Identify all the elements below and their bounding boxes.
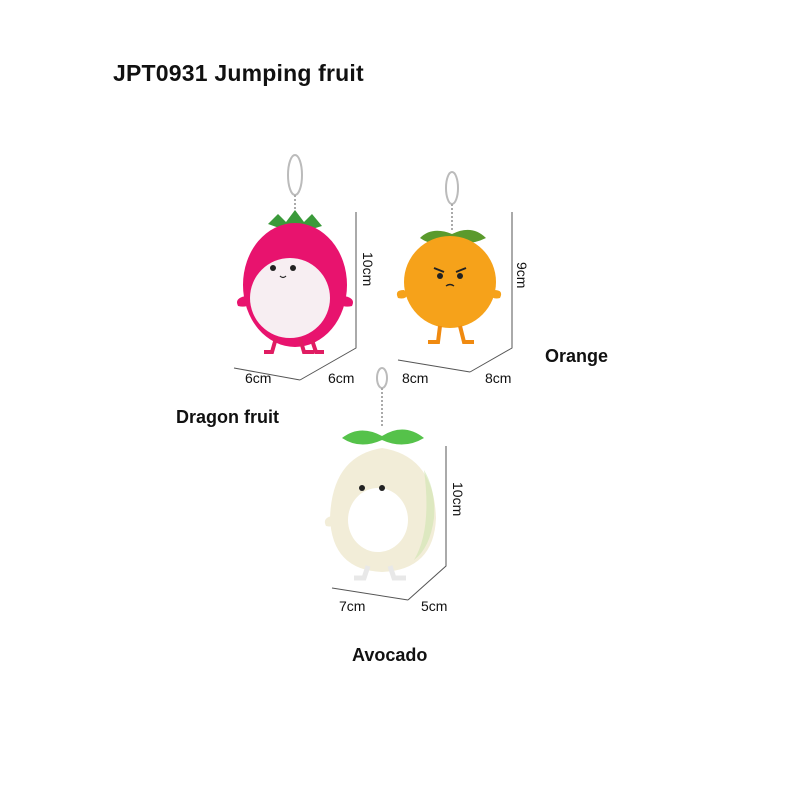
dragon-fruit-depth: 6cm	[328, 370, 355, 386]
dragon-fruit-name: Dragon fruit	[176, 407, 279, 427]
orange-plush-icon	[396, 171, 513, 373]
orange-height: 9cm	[514, 262, 530, 289]
avocado-width: 7cm	[339, 598, 366, 614]
avocado-plush-icon	[324, 367, 447, 601]
orange-width: 8cm	[402, 370, 429, 386]
dragon-fruit-plush-icon	[233, 154, 357, 381]
avocado-name: Avocado	[352, 645, 428, 665]
dragon-fruit-height: 10cm	[360, 252, 376, 287]
avocado-height: 10cm	[450, 482, 466, 517]
orange-name: Orange	[545, 346, 609, 366]
avocado-depth: 5cm	[421, 598, 448, 614]
page-title: JPT0931 Jumping fruit	[113, 60, 364, 86]
orange-depth: 8cm	[485, 370, 512, 386]
dragon-fruit-width: 6cm	[245, 370, 272, 386]
